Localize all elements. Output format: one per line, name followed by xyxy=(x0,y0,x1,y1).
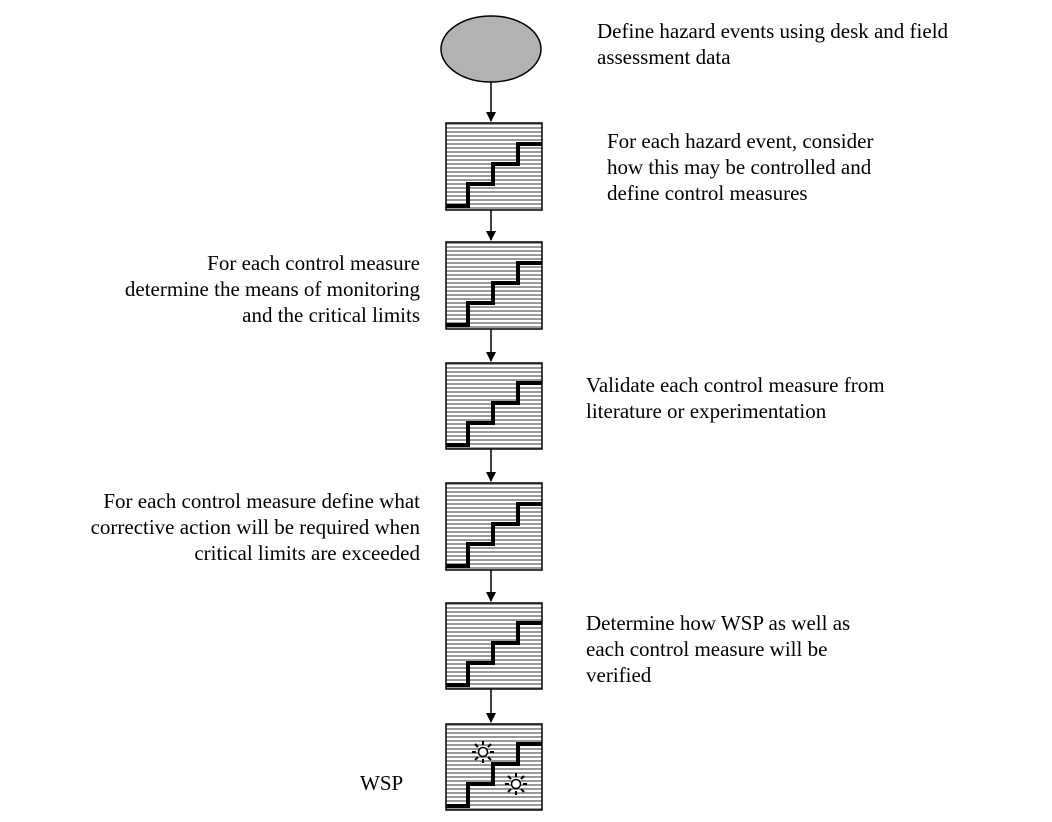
sun-icon xyxy=(504,772,528,796)
stair-box-3 xyxy=(445,362,543,450)
step-label-wsp: WSP xyxy=(360,771,404,795)
stair-box-2 xyxy=(445,241,543,330)
sun-icon xyxy=(471,740,495,764)
step-label-monitoring: For each control measure determine the m… xyxy=(124,251,420,327)
stair-box-wsp xyxy=(445,723,543,811)
step-label-verification: Determine how WSP as well as each contro… xyxy=(586,611,851,687)
stair-box-4 xyxy=(445,482,543,571)
step-label-define-hazards: Define hazard events using desk and fiel… xyxy=(597,19,949,69)
start-ellipse xyxy=(440,15,542,83)
step-label-corrective-action: For each control measure define what cor… xyxy=(90,489,420,565)
stair-box-5 xyxy=(445,602,543,690)
step-label-validate: Validate each control measure from liter… xyxy=(586,373,885,423)
step-label-control-measures: For each hazard event, consider how this… xyxy=(607,129,874,205)
stair-box-1 xyxy=(445,122,543,211)
